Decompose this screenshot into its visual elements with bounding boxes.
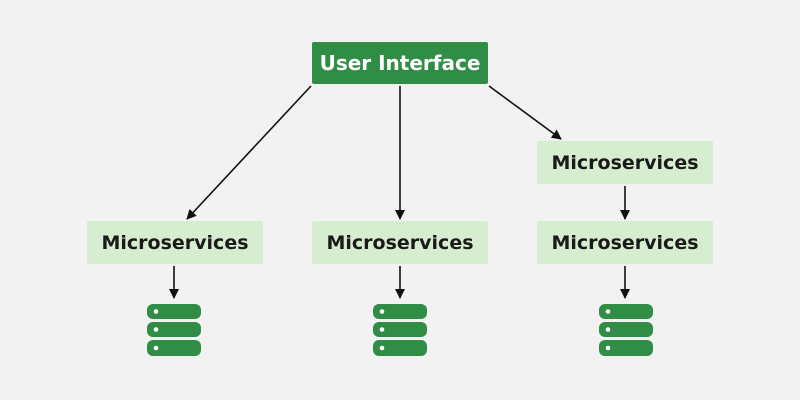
user-interface-node: User Interface [312,42,488,84]
database-icon [147,304,201,356]
microservices-label: Microservices [551,231,699,254]
microservices-node-4: Microservices [537,221,713,264]
microservices-label: Microservices [551,151,699,174]
microservices-node-1: Microservices [87,221,263,264]
user-interface-label: User Interface [319,51,481,75]
microservices-label: Microservices [101,231,249,254]
microservices-node-3: Microservices [537,141,713,184]
arrow-ui-to-microservices-1 [186,85,312,220]
database-icon [599,304,653,356]
microservices-label: Microservices [326,231,474,254]
arrow-ui-to-microservices-3 [488,85,562,140]
database-icon [373,304,427,356]
microservices-node-2: Microservices [312,221,488,264]
